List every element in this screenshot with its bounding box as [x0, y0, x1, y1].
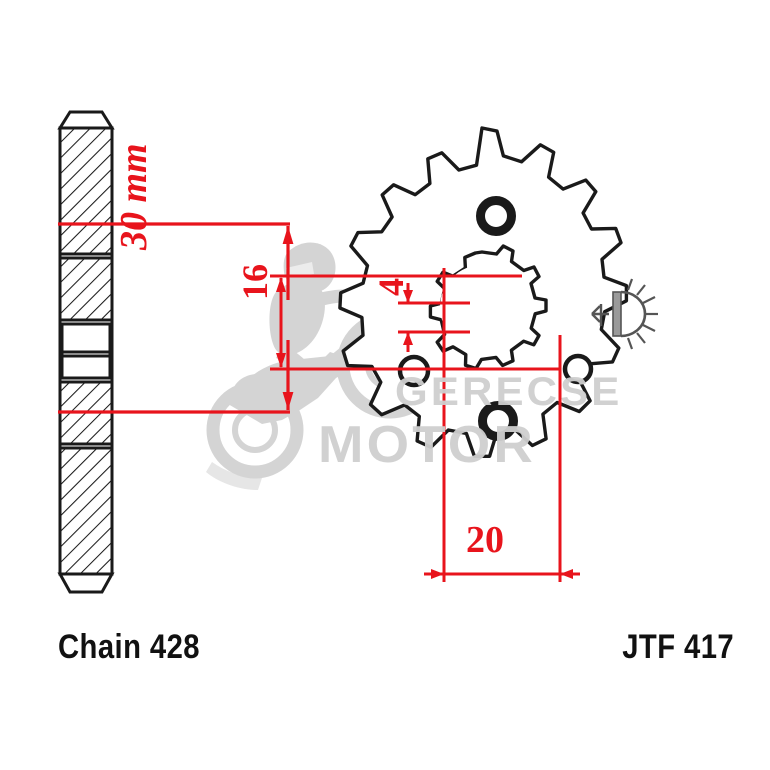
dimension-lines-front-view — [270, 268, 580, 582]
bolt-hole-top — [476, 196, 516, 236]
bolt-hole-bottom — [478, 401, 518, 441]
section-view — [57, 110, 115, 594]
hole-left — [397, 354, 431, 388]
surface-finish-symbol — [591, 278, 658, 350]
front-view-sprocket — [338, 126, 629, 458]
dimension-30mm — [58, 222, 294, 414]
hole-right — [562, 353, 594, 385]
